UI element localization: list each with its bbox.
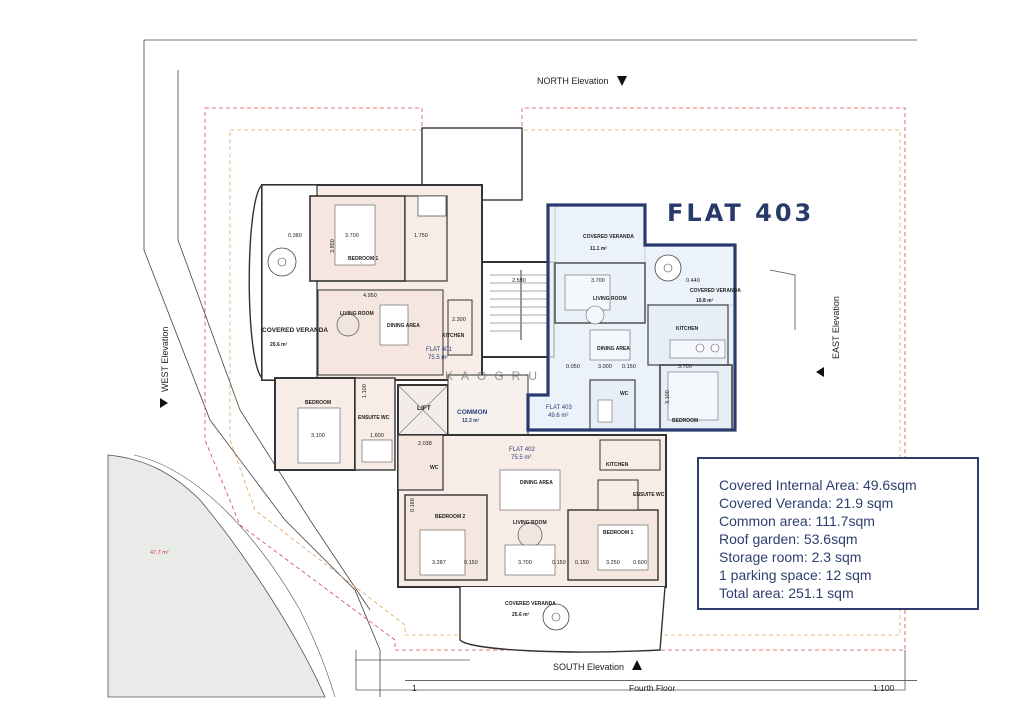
room-label: DINING AREA <box>597 346 630 352</box>
garden-area <box>107 454 326 698</box>
flat-402-label: FLAT 402 <box>509 447 535 453</box>
room-label: DINING AREA <box>387 323 420 329</box>
room-label: ENSUITE WC <box>633 492 665 498</box>
veranda-west-label: COVERED VERANDA <box>262 327 329 334</box>
dimension-label: 4.950 <box>363 293 377 299</box>
dimension-label: 0.150 <box>552 560 566 566</box>
dimension-label: 0.380 <box>288 233 302 239</box>
room-label: BEDROOM <box>305 400 332 406</box>
room-label: BEDROOM 2 <box>435 514 466 520</box>
room-label: LIVING ROOM <box>593 296 627 302</box>
veranda-south-label: COVERED VERANDA <box>505 601 556 607</box>
veranda-ne-label: COVERED VERANDA <box>690 288 741 294</box>
dimension-label: 0.600 <box>633 560 647 566</box>
veranda-north-area: 11.1 m² <box>590 246 607 252</box>
dimension-label: 2.590 <box>512 278 526 284</box>
covered-internal-area: Covered Internal Area: 49.6sqm <box>719 477 917 493</box>
dimension-label: 0.150 <box>575 560 589 566</box>
dimension-label: 3.700 <box>518 560 532 566</box>
veranda-ne-area: 10.8 m² <box>696 298 714 304</box>
north-elevation-label: NORTH Elevation <box>537 76 609 86</box>
common-area: Common area: 111.7sqm <box>719 513 875 529</box>
flat-401-area: 75.5 m² <box>428 355 449 361</box>
dimension-label: 3.287 <box>432 560 446 566</box>
north-triangle-icon <box>617 76 627 86</box>
dimension-label: 2.038 <box>418 441 432 447</box>
veranda-south-area: 25.6 m² <box>512 612 530 618</box>
common-label: COMMON <box>457 409 488 416</box>
dimension-label: 0.160 <box>410 498 416 512</box>
orange-setback-line <box>229 129 901 636</box>
dimension-label: 0.050 <box>566 364 580 370</box>
dimension-label: 2.300 <box>452 317 466 323</box>
east-triangle-icon <box>816 367 824 377</box>
room-label: BEDROOM 1 <box>348 256 379 262</box>
veranda-north-label: COVERED VERANDA <box>583 234 634 240</box>
west-triangle-icon <box>160 398 168 408</box>
room-label: BEDROOM <box>672 418 699 424</box>
dimension-label: 3.700 <box>678 364 692 370</box>
room-label: ENSUITE WC <box>358 415 390 421</box>
plot-boundary <box>143 39 917 697</box>
flat-title: FLAT 403 <box>667 199 815 227</box>
dimension-label: 3.000 <box>598 364 612 370</box>
south-elevation-label: SOUTH Elevation <box>553 662 625 672</box>
room-label: WC <box>430 465 439 471</box>
parking-space: 1 parking space: 12 sqm <box>719 567 872 583</box>
lift-label: LIFT <box>417 405 431 412</box>
floor-name: Fourth Floor <box>629 683 676 693</box>
dimension-label: 3.700 <box>591 278 605 284</box>
sheet-number: 1 <box>412 683 417 693</box>
room-label: LIVING ROOM <box>340 311 374 317</box>
roof-garden: Roof garden: 53.6sqm <box>719 531 858 547</box>
dimension-label: 0.150 <box>464 560 478 566</box>
drawing-footer: 1 Fourth Floor 1:100 <box>405 680 917 695</box>
flat-403-area: 49.6 m² <box>548 413 569 419</box>
west-elevation-label: WEST Elevation <box>160 326 170 392</box>
room-label: BEDROOM 1 <box>603 530 634 536</box>
dimension-label: 3.250 <box>606 560 620 566</box>
area-summary-box: Covered Internal Area: 49.6sqm Covered V… <box>697 457 979 610</box>
stair-core <box>481 261 555 358</box>
room-label: WC <box>620 391 629 397</box>
room-label: KITCHEN <box>676 326 699 332</box>
flat-403-outline <box>526 203 737 432</box>
room-label: KITCHEN <box>606 462 629 468</box>
dimension-label: 1.100 <box>362 384 368 398</box>
room-label: DINING AREA <box>520 480 553 486</box>
dimension-label: 3.100 <box>665 390 671 404</box>
covered-veranda: Covered Veranda: 21.9 sqm <box>719 495 894 511</box>
veranda-west-area: 20.6 m² <box>270 342 288 348</box>
dimension-label: 3.850 <box>330 239 336 253</box>
flat-401-bedroom <box>274 377 396 471</box>
flat-402-area: 75.5 m² <box>511 455 532 461</box>
common-area-label: 12.3 m² <box>462 418 480 424</box>
room-label: KITCHEN <box>442 333 465 339</box>
dimension-label: 0.150 <box>622 364 636 370</box>
dimension-label: 3.700 <box>345 233 359 239</box>
watermark: KAOGRU <box>445 369 546 383</box>
dimension-label: 1.750 <box>414 233 428 239</box>
storage-room: Storage room: 2.3 sqm <box>719 549 862 565</box>
flat-401-label: FLAT 401 <box>426 347 452 353</box>
garden-area-label: 47.7 m² <box>150 550 169 556</box>
common-area <box>447 374 529 436</box>
south-triangle-icon <box>632 660 642 670</box>
scale-label: 1:100 <box>873 683 895 693</box>
east-elevation-label: EAST Elevation <box>831 296 841 359</box>
flat-402 <box>397 434 667 588</box>
dimension-label: 3.100 <box>311 433 325 439</box>
dimension-label: 1.600 <box>370 433 384 439</box>
flat-403-label: FLAT 403 <box>546 405 572 411</box>
total-area: Total area: 251.1 sqm <box>719 585 854 601</box>
room-label: LIVING ROOM <box>513 520 547 526</box>
flat-403 <box>528 204 736 431</box>
dimension-label: 0.440 <box>686 278 700 284</box>
